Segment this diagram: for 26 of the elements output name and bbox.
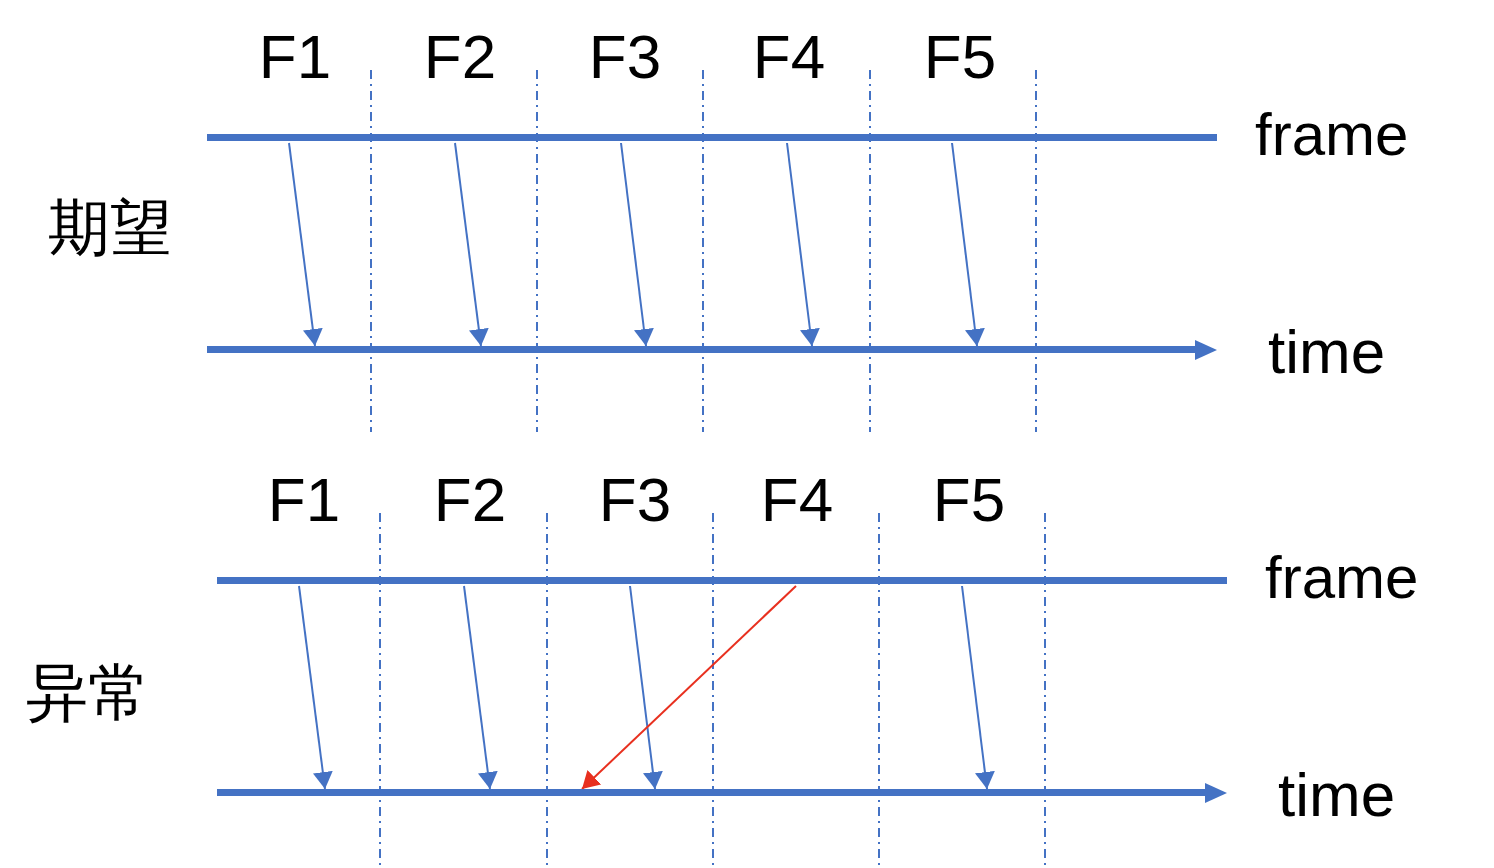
arrow	[786, 142, 820, 347]
column-label: F5	[923, 26, 997, 88]
arrow	[298, 585, 333, 790]
line-label: time	[1278, 763, 1396, 826]
arrow	[951, 142, 985, 347]
column-label: F3	[598, 469, 672, 531]
column-label: F2	[423, 26, 497, 88]
column-label: F4	[760, 469, 834, 531]
column-label: F1	[258, 26, 332, 88]
arrow	[629, 585, 663, 790]
column-label: F1	[267, 469, 341, 531]
arrow	[463, 585, 498, 790]
row-label: 期望	[48, 197, 172, 259]
line-label: frame	[1255, 104, 1409, 165]
column-label: F5	[932, 469, 1006, 531]
column-label: F4	[752, 26, 826, 88]
line-label: frame	[1265, 547, 1419, 608]
arrow	[288, 142, 323, 347]
arrow	[581, 585, 797, 790]
arrow	[961, 585, 995, 790]
line-label: time	[1268, 320, 1386, 383]
arrow	[454, 142, 489, 347]
row-label: 异常	[26, 662, 150, 724]
column-label: F2	[433, 469, 507, 531]
column-label: F3	[588, 26, 662, 88]
arrow	[620, 142, 654, 347]
